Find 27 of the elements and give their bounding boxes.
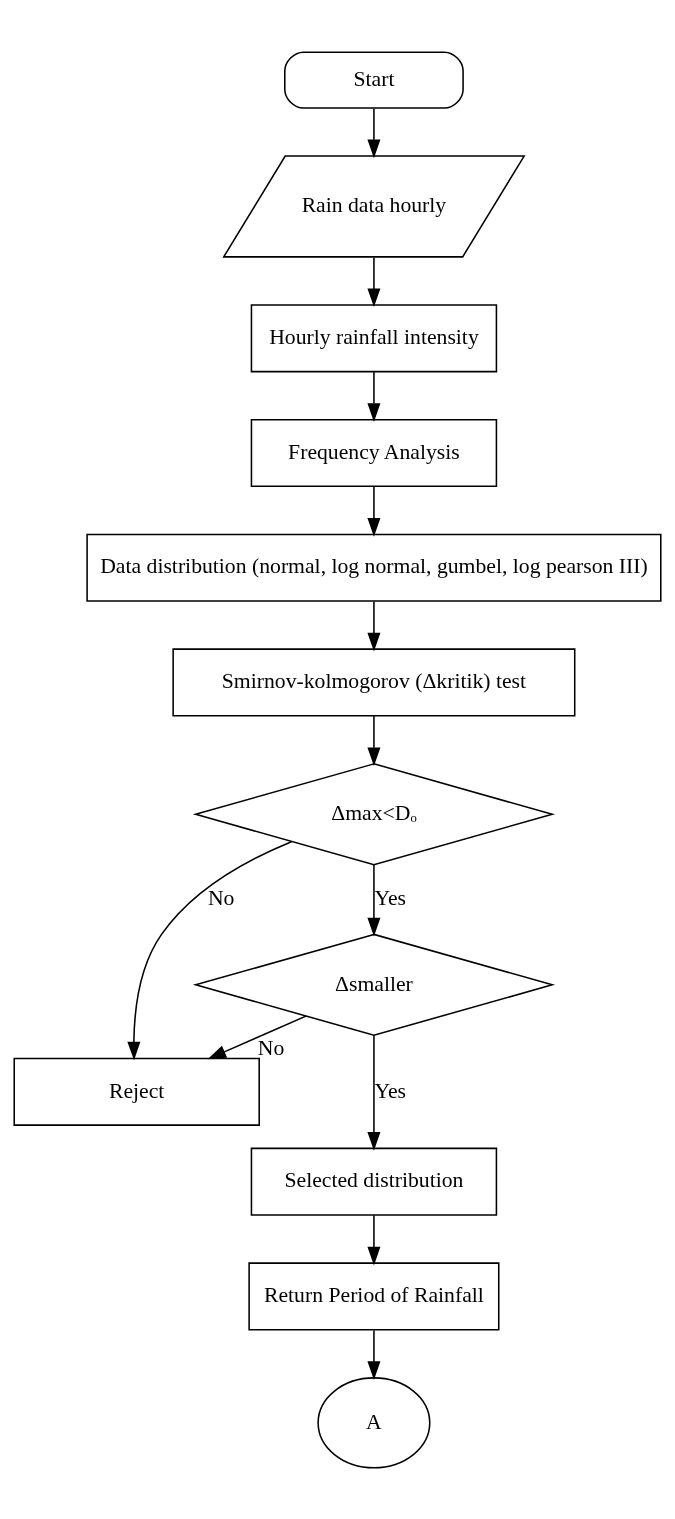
node-box: Data distribution (normal, log normal, gumbel, log pearson III) [86, 533, 662, 602]
edge-label: No [207, 885, 235, 910]
arrow [367, 370, 381, 422]
node-ellipse: A [317, 1376, 431, 1469]
arrow [367, 600, 381, 651]
arrow [127, 840, 293, 1060]
arrow [367, 1034, 381, 1151]
arrow [367, 1329, 381, 1380]
node-diamond: Δsmaller [192, 933, 556, 1036]
arrow [367, 256, 381, 307]
node-box: Selected distribution [250, 1147, 498, 1216]
edge-label: Yes [374, 885, 406, 910]
edge-label: Yes [374, 1078, 406, 1103]
arrow [207, 1014, 307, 1059]
arrow [367, 714, 381, 766]
node-diamond: Δmax<Dₒ [192, 762, 556, 865]
node-box: Frequency Analysis [250, 418, 498, 487]
arrow [367, 863, 381, 936]
edge-label: No [257, 1035, 285, 1060]
arrow [367, 107, 381, 158]
node-box: Return Period of Rainfall [248, 1261, 500, 1331]
node-box: Reject [13, 1057, 260, 1126]
node-box: Start [284, 50, 464, 109]
node-box: Smirnov-kolmogorov (Δkritik) test [172, 647, 576, 717]
node-box: Hourly rainfall intensity [250, 303, 498, 372]
arrow [367, 485, 381, 537]
arrow [367, 1214, 381, 1265]
